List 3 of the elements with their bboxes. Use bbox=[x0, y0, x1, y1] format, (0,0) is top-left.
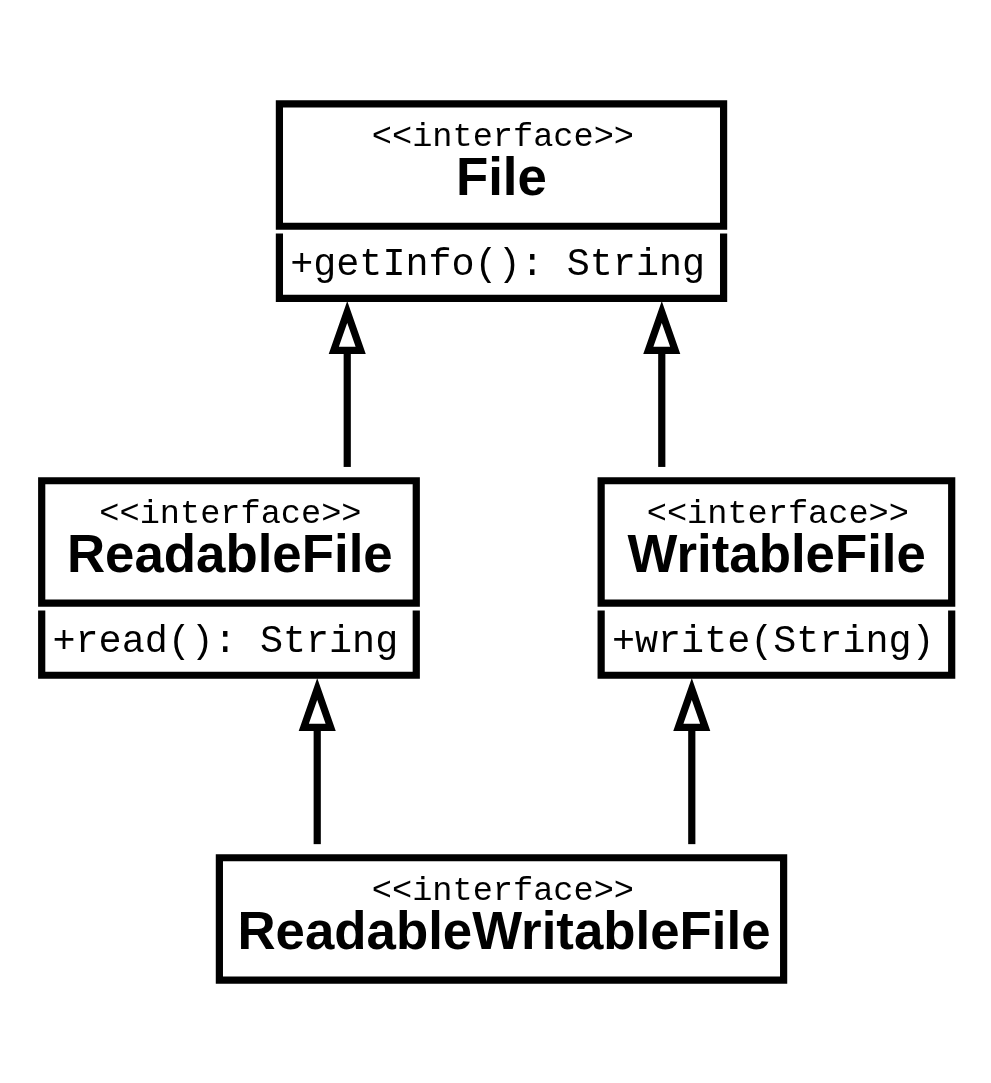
arrow bbox=[673, 677, 711, 844]
arrow bbox=[298, 677, 336, 844]
node-box: <<interface>> ReadableWritableFile bbox=[215, 853, 788, 984]
